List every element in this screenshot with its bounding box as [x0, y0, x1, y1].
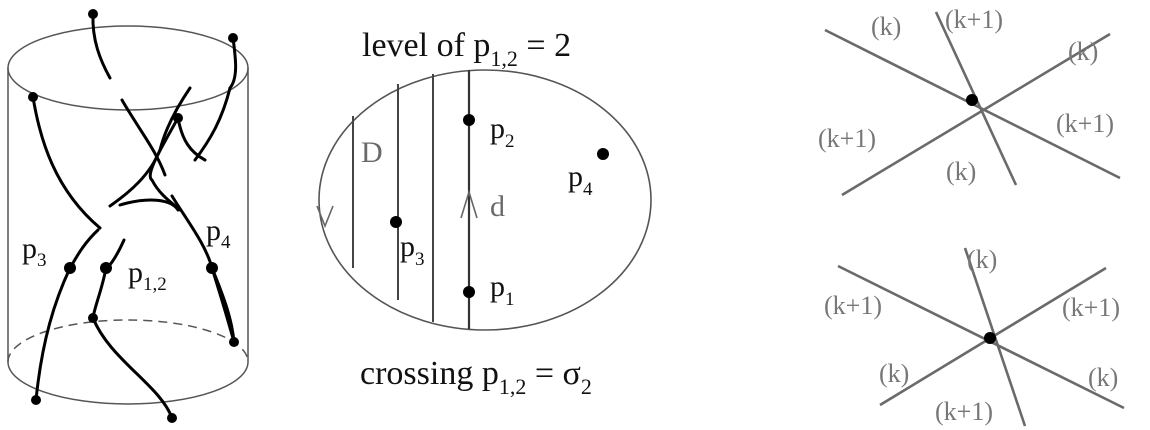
braid-strand-a2 [120, 98, 167, 177]
level-label: (k+1) [818, 124, 876, 153]
label-p2: p2 [490, 112, 515, 152]
level-label: (k) [871, 12, 901, 41]
label-p4-disk: p4 [568, 160, 593, 200]
braid-endpoint [229, 337, 239, 347]
braid-strand-d2 [118, 198, 180, 212]
braid-strand-c2 [176, 116, 207, 162]
braid-strand-b2 [31, 95, 102, 230]
disk-outline [318, 69, 652, 331]
level-label: (k+1) [1056, 109, 1114, 138]
level-label: (k) [1068, 37, 1098, 66]
level-label: (k+1) [935, 397, 993, 426]
braid-strand-a [91, 12, 112, 80]
braid-strand-e [34, 228, 100, 402]
level-caption: level of p1,2 = 2 [362, 27, 571, 71]
disk-diagram: level of p1,2 = 2 D d p2 p1 p3 p4 crossi… [316, 27, 652, 399]
label-D: D [361, 136, 383, 169]
label-p1: p1 [490, 270, 515, 310]
level-label: (k) [946, 157, 976, 186]
braid-strand-a3 [170, 194, 236, 344]
arrow-left-icon [316, 205, 334, 229]
braid-strand-f [91, 316, 174, 420]
braid-strand-c3 [193, 86, 232, 162]
arrow-up-icon [460, 189, 478, 219]
braid-strand-b3 [91, 238, 126, 320]
label-d: d [490, 190, 505, 223]
crossing-point-top [966, 94, 978, 106]
level-label: (k) [879, 359, 909, 388]
braid-strand-b [228, 36, 238, 90]
crossing-diagram-top: (k) (k+1) (k) (k+1) (k+1) (k) [818, 5, 1121, 197]
crossing-diagram-bottom: (k) (k+1) (k+1) (k) (k) (k+1) [824, 245, 1125, 427]
point-p3-disk [390, 216, 402, 228]
level-label: (k) [1088, 363, 1118, 392]
level-label: (k+1) [945, 5, 1003, 34]
cylinder-bottom-rim-front [7, 361, 249, 405]
level-label: (k) [967, 245, 997, 274]
point-p3 [64, 262, 76, 274]
braid-endpoint [88, 9, 98, 19]
braid-strand-h [210, 266, 236, 344]
point-p1 [463, 286, 475, 298]
braid-endpoint [31, 395, 41, 405]
crossing-line-4 [837, 264, 1125, 410]
point-p2 [463, 114, 475, 126]
level-label: (k+1) [824, 291, 882, 320]
label-p3-disk: p3 [400, 230, 425, 270]
label-p4: p4 [206, 214, 231, 253]
braid-endpoint [28, 92, 38, 102]
braid-endpoint [167, 413, 177, 423]
point-p4 [206, 262, 218, 274]
crossing-point-bottom [984, 332, 996, 344]
point-p12 [100, 262, 112, 274]
cylinder-top-rim [7, 25, 249, 111]
level-label: (k+1) [1062, 293, 1120, 322]
braid-endpoint [228, 33, 238, 43]
braid-endpoint [88, 313, 98, 323]
braid-endpoint [173, 113, 183, 123]
crossing-line-2 [841, 32, 1111, 197]
label-p3: p3 [22, 232, 47, 271]
label-p12: p1,2 [128, 256, 167, 295]
braid-cylinder: p3 p1,2 p4 [7, 9, 249, 423]
point-p4-disk [597, 148, 609, 160]
crossing-caption: crossing p1,2 = σ2 [360, 355, 592, 399]
